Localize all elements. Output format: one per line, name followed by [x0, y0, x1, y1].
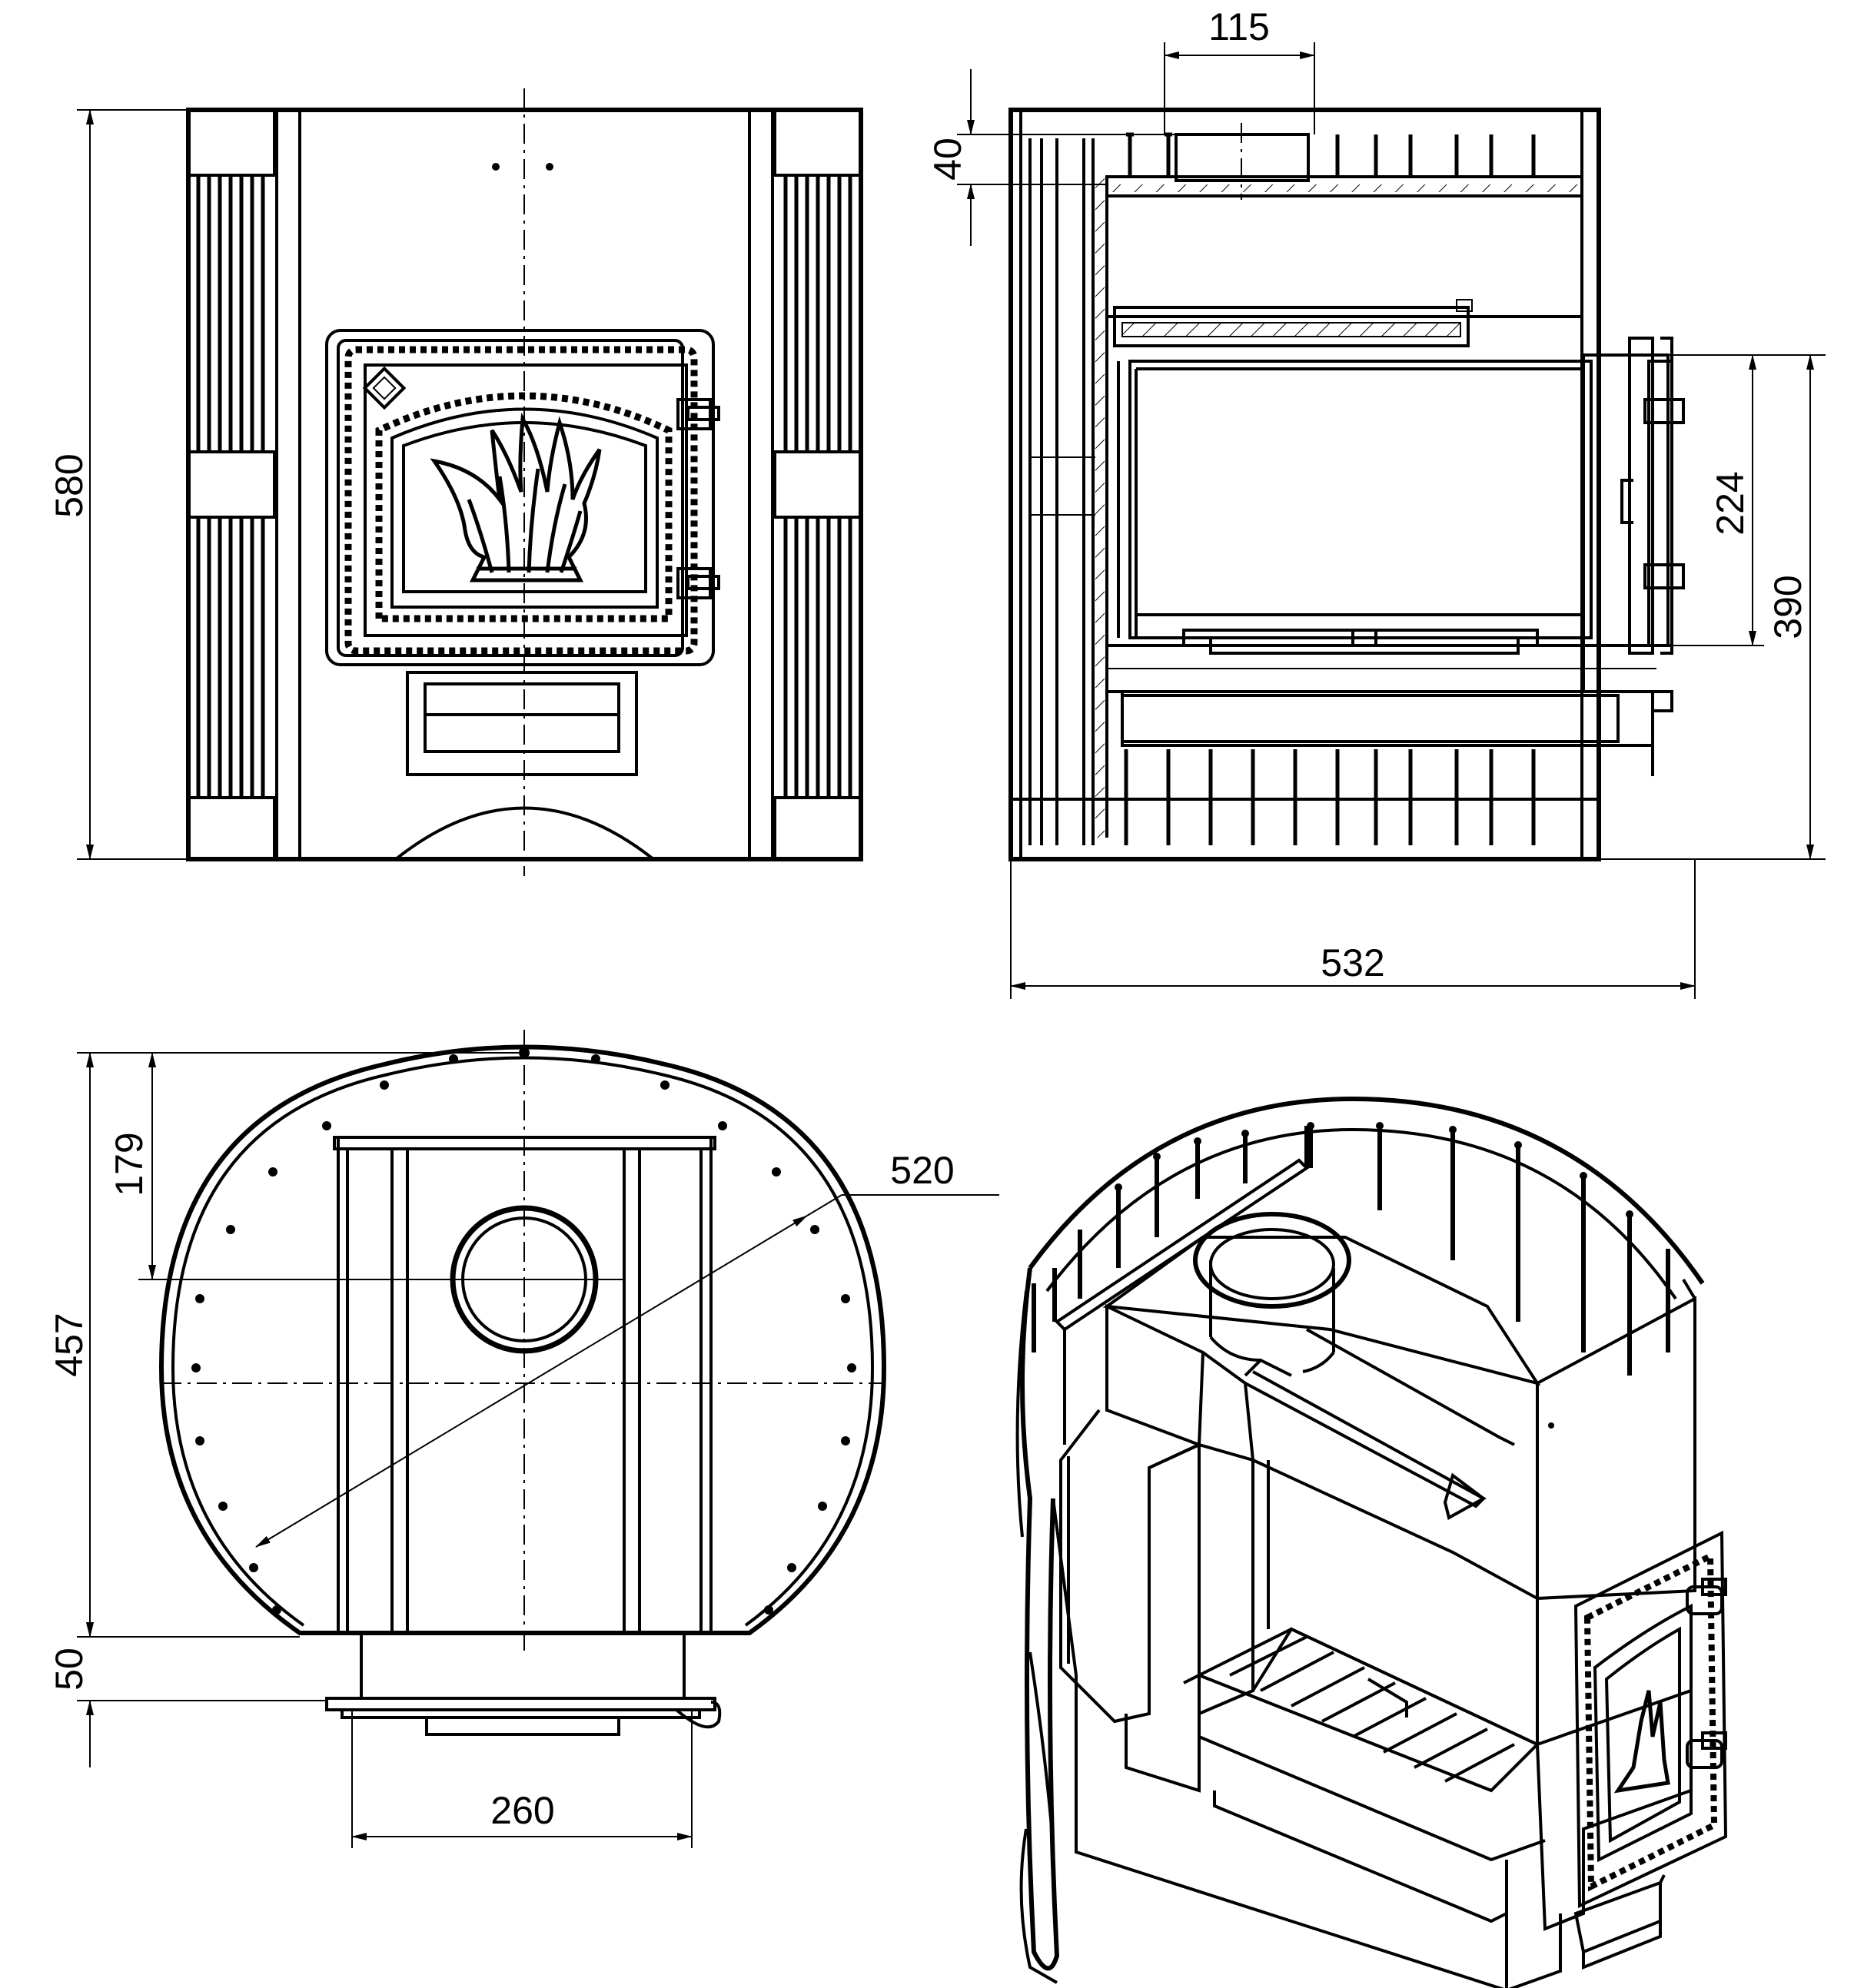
iso-grate [1195, 1627, 1540, 1793]
iso-hinge-bottom [1686, 1739, 1723, 1769]
dim-260-label: 260 [490, 1789, 554, 1832]
top-ash-tray [325, 1697, 716, 1711]
iso-chimney-ring [1193, 1212, 1351, 1309]
dim-115: 115 [1164, 5, 1315, 134]
left-column-fluting [196, 175, 265, 798]
side-door [1582, 337, 1685, 655]
dim-580: 580 [48, 109, 188, 860]
dim-260: 260 [351, 1710, 693, 1848]
side-view: 115 40 224 390 532 [926, 5, 1826, 999]
side-top-stones-bars [1126, 132, 1536, 177]
front-view: 580 [48, 88, 863, 876]
dim-115-label: 115 [1208, 5, 1270, 48]
side-firebox [1128, 360, 1593, 639]
dim-457-label: 457 [48, 1313, 91, 1376]
left-column-bottom-cap [187, 796, 276, 861]
iso-bar-caps [1115, 1122, 1633, 1218]
right-column-top-cap [773, 108, 862, 177]
top-rivets [191, 1047, 856, 1615]
isometric-cutaway-view [1015, 1096, 1728, 1988]
right-column-middle-band [773, 450, 862, 519]
ash-box [406, 671, 638, 776]
iso-stone-bars [1032, 1126, 1670, 1376]
iso-side-plate [1536, 1296, 1696, 1601]
fire-door [325, 329, 720, 666]
right-column-bottom-cap [773, 796, 862, 861]
logo-icon [362, 366, 407, 410]
side-bottom-bars [1124, 749, 1536, 845]
dim-580-label: 580 [48, 453, 91, 517]
iso-hinge-top [1686, 1585, 1723, 1615]
dim-532-label: 532 [1321, 941, 1384, 984]
dim-390: 390 [1599, 354, 1826, 860]
side-upper-shelf [1113, 306, 1470, 347]
door-rope-seal [344, 346, 698, 655]
top-view: 520 179 457 50 260 [48, 1030, 999, 1848]
left-column-middle-band [187, 450, 276, 519]
iso-shell-top-rim [1028, 1096, 1705, 1285]
dim-40-label: 40 [926, 138, 969, 181]
right-column-fluting [783, 175, 852, 798]
dim-179: 179 [77, 1052, 524, 1280]
dim-50-label: 50 [48, 1648, 91, 1691]
flame-icon [430, 412, 602, 582]
bottom-arch [394, 806, 655, 861]
dim-390-label: 390 [1766, 575, 1809, 639]
side-ash-pan [1121, 690, 1654, 747]
dim-179-label: 179 [108, 1132, 151, 1196]
dim-520: 520 [255, 1149, 999, 1548]
door-hinge-top [676, 398, 712, 430]
dim-457: 457 [48, 1052, 300, 1638]
side-body-outline [1008, 108, 1601, 861]
dim-532: 532 [1010, 859, 1696, 999]
top-outer-circle [158, 1044, 887, 1635]
left-column-top-cap [187, 108, 276, 177]
dim-40: 40 [926, 69, 1176, 246]
dim-50: 50 [48, 1571, 327, 1767]
dim-224-label: 224 [1709, 471, 1752, 535]
iso-door [1535, 1530, 1728, 1931]
dim-520-label: 520 [890, 1149, 954, 1192]
door-hinge-bottom [676, 567, 712, 599]
